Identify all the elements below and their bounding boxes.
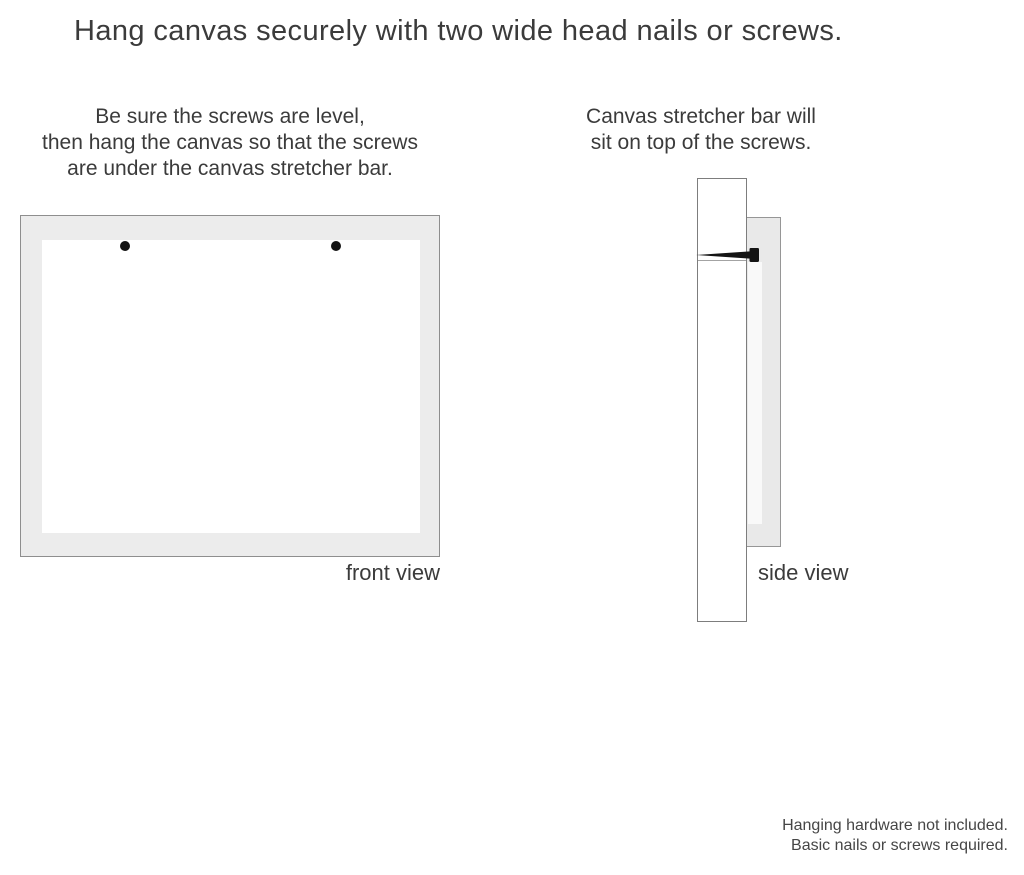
- instruction-left-line-1: Be sure the screws are level,: [95, 105, 365, 128]
- nail-head-dot-right-icon: [331, 241, 341, 251]
- instruction-right: Canvas stretcher bar will sit on top of …: [566, 104, 836, 156]
- nail-icon: [696, 248, 759, 262]
- instruction-right-line-2: sit on top of the screws.: [590, 131, 812, 154]
- front-view-canvas-frame: [20, 215, 440, 557]
- footer-note: Hanging hardware not included. Basic nai…: [782, 816, 1008, 856]
- front-view-label: front view: [345, 560, 440, 585]
- page-title: Hang canvas securely with two wide head …: [74, 15, 843, 47]
- footer-line-2: Basic nails or screws required.: [791, 837, 1008, 854]
- nail-head-dot-left-icon: [120, 241, 130, 251]
- front-view-canvas-face: [42, 240, 420, 533]
- footer-line-1: Hanging hardware not included.: [782, 817, 1008, 834]
- instruction-left-line-3: are under the canvas stretcher bar.: [67, 157, 393, 180]
- side-view-label: side view: [758, 560, 849, 585]
- instruction-right-line-1: Canvas stretcher bar will: [586, 105, 816, 128]
- side-view-canvas-profile: [745, 217, 781, 547]
- canvas-side-highlight: [748, 262, 762, 524]
- instruction-left: Be sure the screws are level, then hang …: [20, 104, 440, 182]
- nail-level-line: [698, 260, 746, 261]
- instruction-left-line-2: then hang the canvas so that the screws: [42, 131, 418, 154]
- side-view-wall-profile: [697, 178, 747, 622]
